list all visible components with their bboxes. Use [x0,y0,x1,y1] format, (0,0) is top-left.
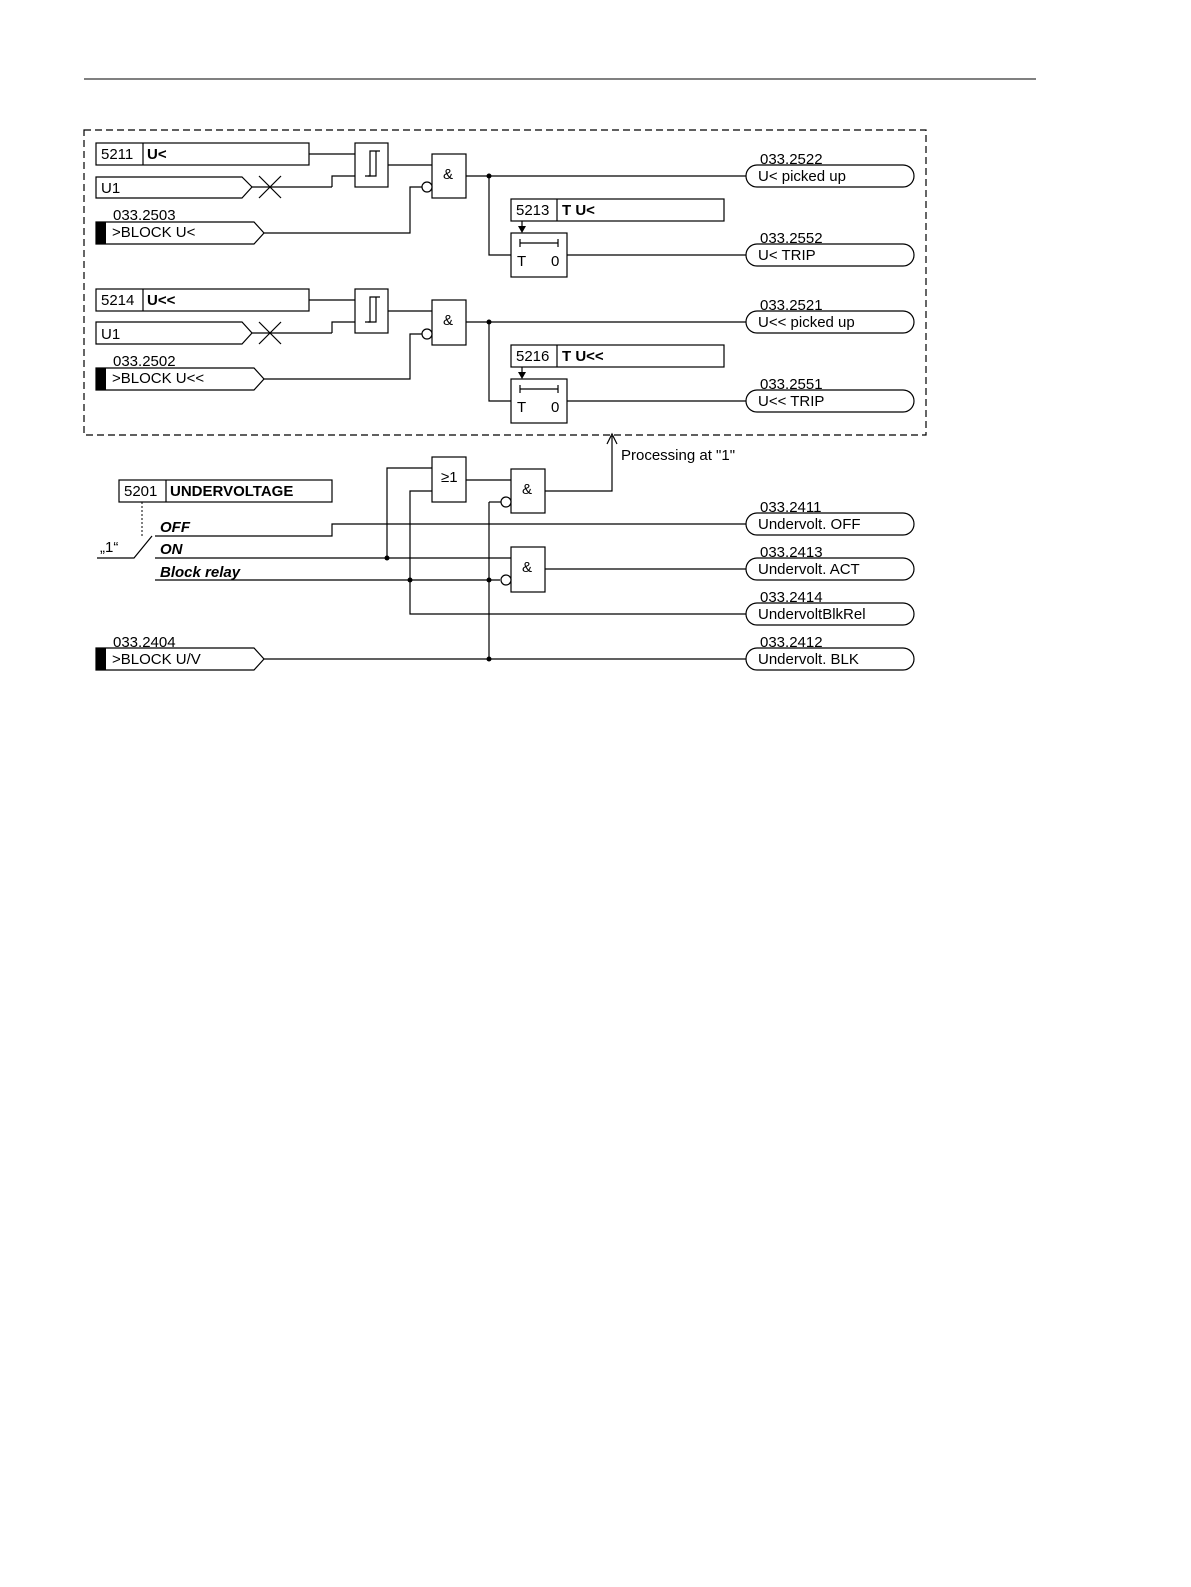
threshold-u-ltlt [354,288,389,334]
output-u-ltlt-trip [745,389,915,413]
output-u-ltlt-trip-label: U<< TRIP [758,393,824,410]
param-5216-box [510,344,725,368]
param-5216-name: T U<< [562,348,604,365]
param-5201-number: 5201 [124,483,157,500]
param-5211-number: 5211 [101,146,133,163]
output-u-lt-picked [745,164,915,188]
or-gate [431,456,467,503]
param-5214-name: U<< [147,292,176,309]
processing-annotation: Processing at "1" [621,447,735,464]
param-5201-name: UNDERVOLTAGE [170,483,293,500]
switch-block-relay-label: Block relay [160,564,241,581]
output-u-ltlt-picked [745,310,915,334]
input-block-u-ltlt-code: 033.2502 [113,353,176,370]
input-u1-a-label: U1 [101,180,120,197]
output-undervolt-off-code: 033.2411 [760,499,821,516]
param-5213-number: 5213 [516,202,549,219]
output-undervolt-off [745,512,915,536]
switch-on-label: ON [160,541,184,558]
output-undervolt-act [745,557,915,581]
svg-text:&: & [443,312,453,329]
svg-text:0: 0 [551,399,559,416]
switch-default: „1“ [100,539,118,556]
switch-off-label: OFF [160,519,191,536]
input-u1-a [95,176,253,199]
output-undervolt-act-label: Undervolt. ACT [758,561,860,578]
and-gate-active [510,546,546,593]
output-u-lt-trip-code: 033.2552 [760,230,823,247]
output-u-ltlt-picked-code: 033.2521 [760,297,823,314]
output-undervolt-blk [745,647,915,671]
output-u-lt-picked-label: U< picked up [758,168,846,185]
output-undervolt-blk-code: 033.2412 [760,634,823,651]
output-u-lt-picked-code: 033.2522 [760,151,823,168]
output-undervolt-act-code: 033.2413 [760,544,823,561]
input-block-uv-label: >BLOCK U/V [112,651,201,668]
output-u-ltlt-trip-code: 033.2551 [760,376,823,393]
and-gate-processing [510,468,546,514]
output-undervolt-off-label: Undervolt. OFF [758,516,861,533]
input-block-u-ltlt-label: >BLOCK U<< [112,370,204,387]
and-gate-u-ltlt [431,299,467,346]
output-undervolt-blkrel-label: UndervoltBlkRel [758,606,866,623]
input-u1-b-label: U1 [101,326,120,343]
stage-u-ltlt: 5214 U<< U1 033.2502 >BLOCK U<< & 5216 T… [95,288,915,424]
input-block-u-lt-label: >BLOCK U< [112,224,196,241]
input-block-uv-code: 033.2404 [113,634,176,651]
output-undervolt-blkrel [745,602,915,626]
threshold-u-lt [354,142,389,188]
svg-text:≥1: ≥1 [441,469,458,486]
svg-text:&: & [522,481,532,498]
stage-u-lt: 5211 U< U1 033.2503 >BLOCK U< & 5213 T U… [95,142,915,278]
param-5201-box [118,479,333,503]
svg-text:T: T [517,399,526,416]
svg-text:T: T [517,253,526,270]
output-u-ltlt-picked-label: U<< picked up [758,314,855,331]
output-u-lt-trip [745,243,915,267]
output-undervolt-blk-label: Undervolt. BLK [758,651,859,668]
svg-text:&: & [443,166,453,183]
input-u1-b [95,321,253,345]
processing-boundary [83,129,927,436]
param-5216-number: 5216 [516,348,549,365]
param-5213-name: T U< [562,202,595,219]
param-5214-number: 5214 [101,292,134,309]
param-5211-name: U< [147,146,167,163]
control-logic: Processing at "1" 5201 UNDERVOLTAGE „1“ … [95,432,915,671]
input-block-u-lt-code: 033.2503 [113,207,176,224]
svg-text:0: 0 [551,253,559,270]
svg-text:&: & [522,559,532,576]
output-undervolt-blkrel-code: 033.2414 [760,589,823,606]
and-gate-u-lt [431,153,467,199]
output-u-lt-trip-label: U< TRIP [758,247,816,264]
param-5213-box [510,198,725,222]
